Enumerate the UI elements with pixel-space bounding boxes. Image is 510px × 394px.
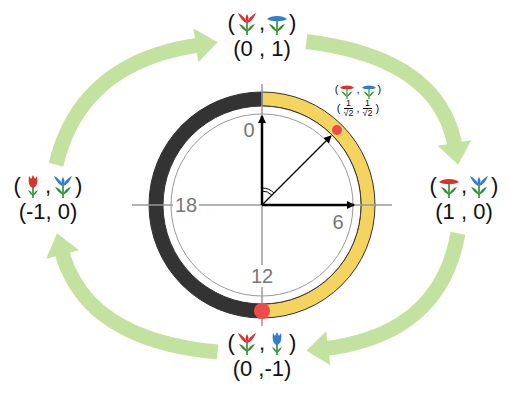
flower-icon xyxy=(267,331,287,355)
icon-holder xyxy=(237,331,257,355)
clock-number: 0 xyxy=(241,119,256,141)
red-dot xyxy=(332,125,342,135)
icon-holder xyxy=(237,11,257,35)
flower-shape xyxy=(28,175,38,198)
flower-shape xyxy=(238,13,256,35)
angle-mark xyxy=(262,188,274,193)
clock-dial xyxy=(163,106,361,304)
vector-arrow xyxy=(261,116,264,205)
icon-row: (,) xyxy=(228,330,297,356)
flower-icon xyxy=(53,174,73,198)
flower-shape xyxy=(272,332,282,355)
icon-holder xyxy=(53,174,73,198)
coordinate-text: (1 , 0) xyxy=(435,199,492,225)
coordinate-node: (,)(0 ,-1) xyxy=(224,328,301,385)
bracket-text: ) xyxy=(378,83,382,96)
flower-shape xyxy=(470,176,488,198)
icon-holder xyxy=(439,174,459,198)
bracket-text: ( xyxy=(228,330,235,356)
bracket-text: ) xyxy=(289,10,296,36)
cycle-arrow xyxy=(46,233,218,352)
fraction: 1√2 xyxy=(363,99,373,119)
bracket-text: ) xyxy=(491,173,498,199)
flower-icon xyxy=(237,11,257,35)
bracket-text: ) xyxy=(375,102,379,115)
cycle-arrow xyxy=(306,233,458,365)
flower-icon xyxy=(439,174,459,198)
coordinate-node: (,)(1 , 0) xyxy=(426,171,503,228)
fraction: 1√2 xyxy=(344,99,354,119)
coordinate-node: (,)(0 , 1) xyxy=(224,8,301,65)
flower-shape xyxy=(238,333,256,355)
flower-shape xyxy=(267,16,287,35)
arrow-head xyxy=(193,29,217,63)
denominator: √2 xyxy=(344,108,354,118)
point-label: (,)(1√2,1√2) xyxy=(335,82,381,119)
denominator: √2 xyxy=(363,108,373,118)
arrow-body xyxy=(56,45,200,165)
arrow-body xyxy=(306,41,455,146)
red-dot xyxy=(254,303,270,319)
clock-number: 6 xyxy=(330,211,345,233)
vector-arrow xyxy=(262,204,354,207)
flower-icon xyxy=(340,82,354,99)
icon-holder xyxy=(23,174,43,198)
coordinate-text: (-1, 0) xyxy=(19,199,78,225)
flower-icon xyxy=(23,174,43,198)
cycle-arrow xyxy=(306,41,471,164)
bracket-text: ( xyxy=(14,173,21,199)
coordinate-text: (0 ,-1) xyxy=(233,356,292,382)
coordinate-text: (0 , 1) xyxy=(233,36,290,62)
icon-holder xyxy=(267,331,287,355)
flower-shape xyxy=(54,176,72,198)
clock-number: 12 xyxy=(249,265,275,287)
icon-row: (,) xyxy=(335,82,381,99)
arrow-head xyxy=(438,140,472,165)
bracket-text: ( xyxy=(337,102,341,115)
dial-ring xyxy=(171,114,353,296)
angle-mark xyxy=(262,191,272,195)
arrow-body xyxy=(62,251,218,352)
flower-icon xyxy=(469,174,489,198)
arrow-body xyxy=(324,233,458,348)
bracket-text: ( xyxy=(430,173,437,199)
coordinate-node: (,)(-1, 0) xyxy=(10,171,87,228)
numerator: 1 xyxy=(365,99,370,108)
arrow-head xyxy=(306,331,330,365)
icon-holder xyxy=(469,174,489,198)
icon-row: (,) xyxy=(430,173,499,199)
flower-shape xyxy=(439,179,459,198)
bracket-text: , xyxy=(461,173,467,199)
bracket-text: ) xyxy=(75,173,82,199)
flower-shape xyxy=(362,85,376,98)
bracket-text: ( xyxy=(228,10,235,36)
fraction-row: (1√2,1√2) xyxy=(337,99,379,119)
bracket-text: , xyxy=(356,83,359,96)
bracket-text: , xyxy=(259,10,265,36)
flower-icon xyxy=(362,82,376,99)
icon-row: (,) xyxy=(14,173,83,199)
bracket-text: , xyxy=(356,102,359,115)
flower-icon xyxy=(267,11,287,35)
bracket-text: ( xyxy=(335,83,339,96)
clock-number: 18 xyxy=(173,194,199,216)
bracket-text: , xyxy=(45,173,51,199)
arrow-head xyxy=(46,233,79,259)
bracket-text: , xyxy=(259,330,265,356)
icon-holder xyxy=(267,11,287,35)
cycle-arrow xyxy=(56,29,218,165)
numerator: 1 xyxy=(346,99,351,108)
vector-arrow xyxy=(262,136,331,205)
icon-row: (,) xyxy=(228,10,297,36)
flower-icon xyxy=(237,331,257,355)
flower-shape xyxy=(340,85,354,98)
bracket-text: ) xyxy=(289,330,296,356)
